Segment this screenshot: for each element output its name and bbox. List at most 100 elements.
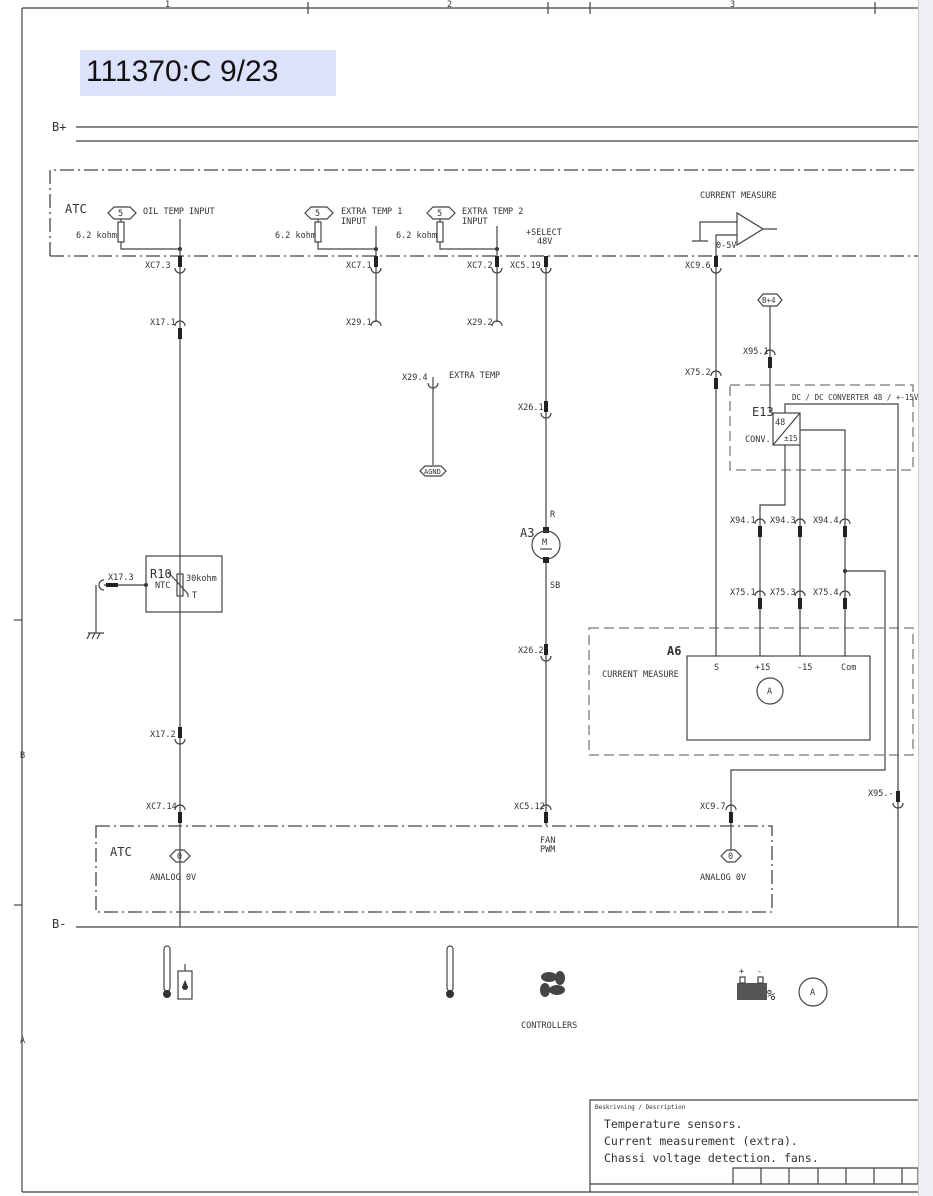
connector-xc9-7: XC9.7 bbox=[700, 802, 726, 812]
right-pin: 0 bbox=[728, 852, 733, 862]
connector-symbol bbox=[540, 256, 552, 274]
connector-symbol bbox=[174, 256, 186, 274]
connector-x29-2: X29.2 bbox=[467, 318, 493, 328]
connector-x94-3: X94.3 bbox=[770, 516, 796, 526]
input-name: EXTRA TEMP 2 bbox=[462, 207, 523, 217]
controllers-label: CONTROLLERS bbox=[521, 1021, 577, 1031]
a6-pin-minus15: -15 bbox=[797, 663, 812, 673]
connector-symbol bbox=[370, 256, 382, 274]
connector-x75-4: X75.4 bbox=[813, 588, 839, 598]
connector-xc7-1: XC7.1 bbox=[346, 261, 372, 271]
connector-symbol bbox=[174, 727, 186, 745]
connector-x29-1: X29.1 bbox=[346, 318, 372, 328]
r10-t: T bbox=[192, 591, 197, 601]
connector-xc5-19: XC5.19 bbox=[510, 261, 541, 271]
motor-symbol: M bbox=[542, 538, 547, 548]
connector-x26-2: X26.2 bbox=[518, 646, 544, 656]
viewer-scrollbar-area[interactable] bbox=[918, 0, 933, 1196]
r10-type: NTC bbox=[155, 581, 170, 591]
description-line-2: Current measurement (extra). bbox=[604, 1134, 798, 1148]
connector-x26-1: X26.1 bbox=[518, 403, 544, 413]
input-name-2: INPUT bbox=[341, 217, 367, 227]
fan-motor-a3: M A3 R SB bbox=[520, 510, 561, 591]
rail-b-plus-label: B+ bbox=[52, 120, 66, 134]
ammeter-icon: A bbox=[798, 977, 828, 1007]
oil-temp-input: 5 OIL TEMP INPUT 6.2 kohm bbox=[76, 206, 215, 250]
atc-bottom-module: ATC 0 ANALOG 0V FAN PWM 0 ANALOG 0V bbox=[95, 825, 773, 913]
connector-symbol bbox=[540, 644, 552, 662]
dcdc-converter-e13: DC / DC CONVERTER 48 / +-15V E13 CONV. 4… bbox=[729, 384, 918, 471]
row-b: B bbox=[20, 751, 25, 761]
connector-symbol bbox=[839, 590, 851, 609]
b4-label: B+4 bbox=[762, 296, 776, 305]
agnd-symbol: AGND bbox=[419, 465, 447, 477]
minus-sign: - bbox=[757, 967, 762, 977]
connector-x29-4: X29.4 bbox=[402, 373, 428, 383]
input-name: EXTRA TEMP 1 bbox=[341, 207, 402, 217]
rail-b-minus-label: B- bbox=[52, 917, 66, 931]
resistor-value: 6.2 kohm bbox=[76, 231, 117, 241]
extra-temp-label: EXTRA TEMP bbox=[449, 371, 500, 381]
connector-x94-4: X94.4 bbox=[813, 516, 839, 526]
current-measure-amplifier: CURRENT MEASURE 0-5V bbox=[692, 191, 777, 256]
pin-number: 5 bbox=[118, 209, 123, 219]
connector-x94-1: X94.1 bbox=[730, 516, 756, 526]
connector-xc7-3: XC7.3 bbox=[145, 261, 171, 271]
fan-label: FAN bbox=[540, 836, 555, 846]
drawing-frame: 1 2 3 B A bbox=[14, 0, 918, 1193]
select-label: +SELECT bbox=[526, 228, 562, 238]
column-2: 2 bbox=[447, 0, 452, 10]
select-voltage: 48V bbox=[537, 237, 552, 247]
extra-temp-2-input: 5 EXTRA TEMP 2 INPUT 6.2 kohm bbox=[396, 206, 523, 250]
plus-sign: + bbox=[739, 967, 744, 977]
document-id-badge: 111370:C 9/23 bbox=[80, 50, 336, 96]
right-pin-name: ANALOG 0V bbox=[700, 873, 746, 883]
connector-symbol bbox=[540, 401, 552, 419]
converter-output: ±15 bbox=[784, 434, 798, 443]
pin-number: 5 bbox=[437, 209, 442, 219]
connector-symbol bbox=[794, 518, 806, 537]
title-block-heading: Beskrivning / Description bbox=[595, 1104, 686, 1111]
battery-icon: + - % bbox=[737, 967, 776, 1004]
r10-value: 30kohm bbox=[186, 574, 217, 584]
converter-label: CONV. bbox=[745, 435, 771, 445]
motor-id: A3 bbox=[520, 526, 534, 540]
input-name: OIL TEMP INPUT bbox=[143, 207, 215, 217]
connector-xc9-6: XC9.6 bbox=[685, 261, 711, 271]
atc-top-label: ATC bbox=[65, 202, 87, 216]
connector-x17-2: X17.2 bbox=[150, 730, 176, 740]
ammeter-label: A bbox=[810, 988, 815, 998]
row-a: A bbox=[20, 1036, 25, 1046]
connector-symbol bbox=[710, 256, 722, 274]
a6-pin-plus15: +15 bbox=[755, 663, 770, 673]
connector-symbol bbox=[174, 320, 186, 339]
connector-symbol bbox=[839, 518, 851, 537]
percent-sign: % bbox=[767, 988, 776, 1004]
pwm-label: PWM bbox=[540, 845, 555, 855]
connector-pin bbox=[106, 583, 118, 587]
motor-bottom-pin: SB bbox=[550, 581, 560, 591]
connector-symbol bbox=[427, 382, 439, 389]
connector-symbol bbox=[892, 791, 904, 809]
connector-symbol bbox=[98, 579, 105, 591]
connector-symbol bbox=[710, 370, 722, 389]
connector-symbol bbox=[725, 804, 737, 823]
connector-x75-2: X75.2 bbox=[685, 368, 711, 378]
b4-symbol: B+4 bbox=[757, 293, 783, 307]
atc-top-module: ATC bbox=[49, 169, 918, 257]
connector-x17-3: X17.3 bbox=[108, 573, 134, 583]
connector-symbol bbox=[491, 320, 503, 327]
a6-id: A6 bbox=[667, 644, 681, 658]
document-id: 111370:C 9/23 bbox=[86, 55, 279, 88]
oil-temp-icon bbox=[163, 945, 193, 1000]
current-measure-a6: A6 CURRENT MEASURE S +15 -15 Com A bbox=[588, 627, 914, 756]
fan-icon bbox=[540, 971, 565, 997]
motor-top-pin: R bbox=[550, 510, 556, 520]
description-line-3: Chassi voltage detection. fans. bbox=[604, 1151, 819, 1165]
resistor-value: 6.2 kohm bbox=[275, 231, 316, 241]
connector-symbol bbox=[540, 804, 552, 823]
connector-symbol bbox=[174, 804, 186, 823]
atc-bottom-label: ATC bbox=[110, 845, 132, 859]
connector-symbol bbox=[754, 590, 766, 609]
